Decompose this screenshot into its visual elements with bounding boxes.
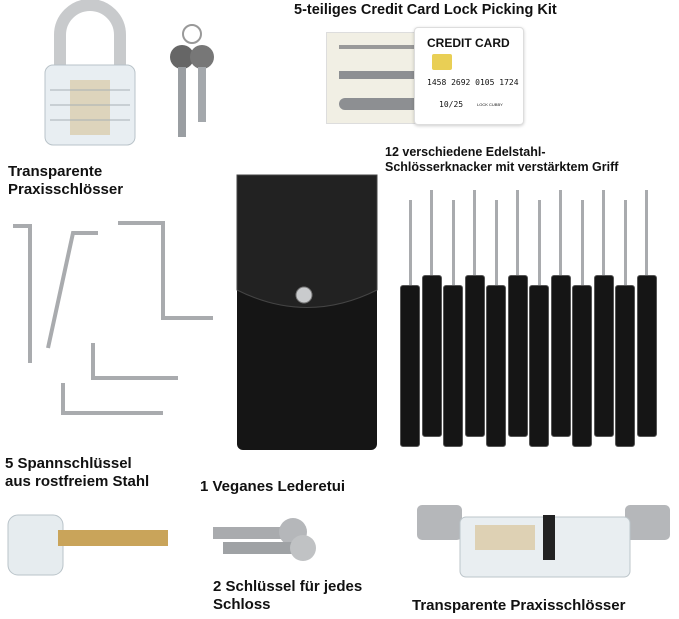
label-line: 12 verschiedene Edelstahl- — [385, 145, 546, 159]
transparent-padlock-image — [44, 0, 136, 146]
label-line: Praxisschlösser — [8, 181, 124, 198]
picks-label: 12 verschiedene Edelstahl- Schlösserknac… — [385, 145, 618, 175]
lock-pick — [572, 200, 592, 447]
label-line: Schlösserknacker mit verstärktem Griff — [385, 160, 619, 174]
label-line: Schloss — [213, 596, 271, 613]
lock-pick — [636, 190, 657, 440]
lock-pick — [443, 200, 463, 447]
chip-icon — [432, 54, 452, 70]
transparent-cylinder-lock-image — [417, 505, 670, 578]
credit-card: CREDIT CARD 1458 2692 0105 1724 10/25 LO… — [414, 27, 524, 125]
label-line: Transparente — [8, 163, 103, 180]
lock-pick — [486, 200, 506, 447]
lock-pick — [421, 190, 442, 440]
pouch-label: 1 Veganes Lederetui — [200, 478, 346, 495]
keys-image — [213, 518, 316, 561]
padlock-keys-image — [170, 24, 214, 137]
card-holder-picks — [326, 32, 428, 124]
lock-pick — [529, 200, 549, 447]
label-line: 5 Spannschlüssel — [5, 455, 132, 472]
card-number: 1458 2692 0105 1724 — [427, 78, 519, 87]
card-expiry: 10/25 — [439, 100, 464, 109]
keys-label: 2 Schlüssel für jedes Schloss — [213, 578, 362, 614]
label-line: aus rostfreiem Stahl — [5, 473, 150, 490]
lock-pick — [464, 190, 485, 440]
padlock-label: Transparente Praxisschlösser — [8, 163, 123, 199]
tension-wrenches-image — [13, 221, 213, 415]
lock-pick — [615, 200, 635, 447]
card-brand: LOCK CUBBY — [477, 102, 503, 107]
wrenches-label: 5 Spannschlüssel aus rostfreiem Stahl — [5, 455, 149, 491]
lock-pick — [593, 190, 614, 440]
lock-pick — [550, 190, 571, 440]
lock-pick — [400, 200, 420, 447]
leather-pouch-image — [236, 174, 378, 450]
card-kit-label: 5-teiliges Credit Card Lock Picking Kit — [294, 2, 557, 18]
cylinder-label: Transparente Praxisschlösser — [412, 597, 626, 614]
lock-pick — [507, 190, 528, 440]
transparent-lock-with-wrench-image — [7, 514, 168, 576]
lock-picks-image — [400, 185, 665, 450]
card-title: CREDIT CARD — [427, 36, 510, 50]
label-line: 2 Schlüssel für jedes — [213, 578, 363, 595]
